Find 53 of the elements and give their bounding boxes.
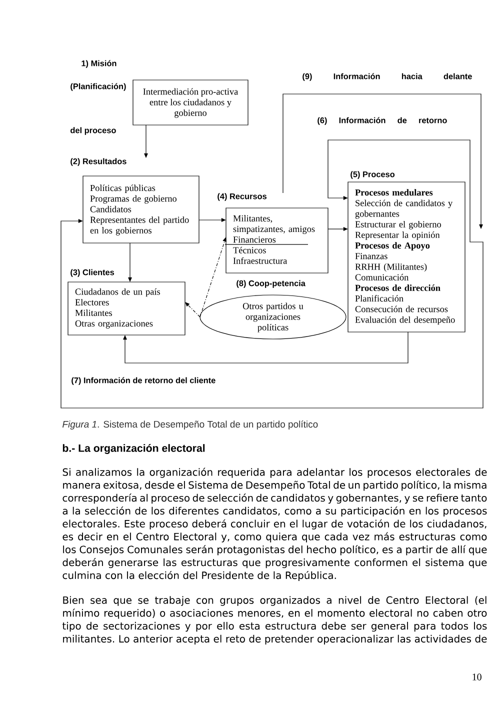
arrow: [328, 227, 348, 231]
text-box: Intermediación pro-activa entre los ciudadanos y gobierno: [132, 80, 248, 126]
section-heading: b.- La organización electoral: [62, 444, 205, 454]
node-label: Representantes del partido en los gobiernos: [90, 216, 189, 236]
edge-label: (6) Información de retorno: [316, 116, 448, 126]
text-box: Políticas públicas Programas de gobierno Candidatos Representantes del partido en los gobiernos: [82, 176, 200, 244]
node-label: Programas de gobierno: [90, 195, 177, 204]
node-label: Técnicos: [233, 246, 266, 254]
node-label: Procesos de dirección: [355, 284, 440, 292]
node-label: Ciudadanos de un país: [75, 288, 160, 297]
side-label: del proceso: [70, 127, 116, 135]
text-box: Ciudadanos de un país Electores Militantes Otras organizaciones: [68, 282, 186, 336]
node-label: Otras organizaciones: [75, 320, 153, 329]
edge-label: (9) Información hacia delante: [301, 72, 474, 82]
box-heading: (5) Proceso: [350, 171, 395, 179]
node-label: Evaluación del desempeño: [355, 316, 455, 325]
node-label: Comunicación: [355, 274, 409, 280]
node-label: Procesos de Apoyo: [355, 242, 430, 251]
dashed-arrow: [200, 237, 226, 318]
node-label: Representar la opinión: [355, 232, 440, 240]
node-label: Electores: [75, 298, 109, 306]
node-label: Financieros: [233, 236, 276, 243]
box-heading: (4) Recursos: [218, 193, 267, 201]
dashed-arrow: [185, 302, 200, 318]
node-label: Consecución de recursos: [355, 306, 448, 312]
box-heading: 1) Misión: [82, 60, 116, 68]
paragraph: Bien sea que se trabaje con grupos organizados a nivel de Centro Electoral (el mínimo requerido) o asociaciones menores, en el momento electoral no caben otro tipo de sectorizaciones y por ello esta estructura debe ser general para todos los militantes. Lo anterior acepta el reto de pretender operacionalizar las actividades de: [62, 596, 487, 645]
box-heading: (3) Clientes: [70, 269, 114, 277]
paragraph: Si analizamos la organización requerida para adelantar los procesos electorales de manera exitosa, desde el Sistema de Desempeño Total de un partido político, la misma correspondería al proceso de selección de candidatos y gobernantes, y se refiere tanto a la selección de los diferentes candidatos, como a su participación en los procesos electorales. Este proceso deberá concluir en el lugar de votación de los ciudadanos, es decir en el Centro Electoral y, como quiera que cada vez más estructuras como los Consejos Comunales serán protagonistas del hecho político, es a partir de allí que deberán generarse las estructuras que progresivamente conformen el sistema que culmina con la elección del Presidente de la República.: [62, 468, 487, 582]
arrow: [128, 242, 132, 282]
caption: Figura 1. Sistema de Desempeño Total de un partido político: [62, 420, 318, 430]
node-label: Selección de candidatos y gobernantes: [355, 200, 453, 219]
node-label: RRHH (Militantes): [355, 263, 427, 272]
node-label: Planificación: [355, 295, 404, 302]
text-box: Procesos medulares Selección de candidatos y gobernantes Estructurar el gobierno Representar la opinión Procesos de Apoyo Finanzas RRHH (Militantes) Comunicación Procesos de dirección Planificación Consecución de recursos Evaluación del desempeño: [348, 182, 466, 332]
double-arrow: [60, 140, 484, 408]
node-label: Infraestructura: [233, 257, 288, 264]
text-box: Militantes, simpatizantes, amigos Financieros Técnicos Infraestructura: [226, 208, 328, 274]
node-label: Militantes: [75, 310, 112, 316]
arrow: [198, 218, 226, 222]
page-number: 10: [472, 674, 482, 680]
arrow: [123, 332, 408, 364]
node-label: Estructurar el gobierno: [355, 220, 442, 230]
node-label: Finanzas: [355, 253, 388, 260]
node-label: Militantes, simpatizantes, amigos: [233, 215, 315, 234]
box-heading: (8) Coop-petencia: [236, 280, 306, 288]
node-label: Candidatos: [90, 206, 132, 212]
side-label: (Planificación): [70, 83, 126, 91]
box-heading: (2) Resultados: [70, 158, 126, 166]
node-label: Procesos medulares: [355, 189, 433, 196]
node-label: Políticas públicas: [90, 184, 156, 193]
arrow: [282, 94, 483, 229]
edge-label: (7) Información de retorno del cliente: [70, 376, 217, 386]
